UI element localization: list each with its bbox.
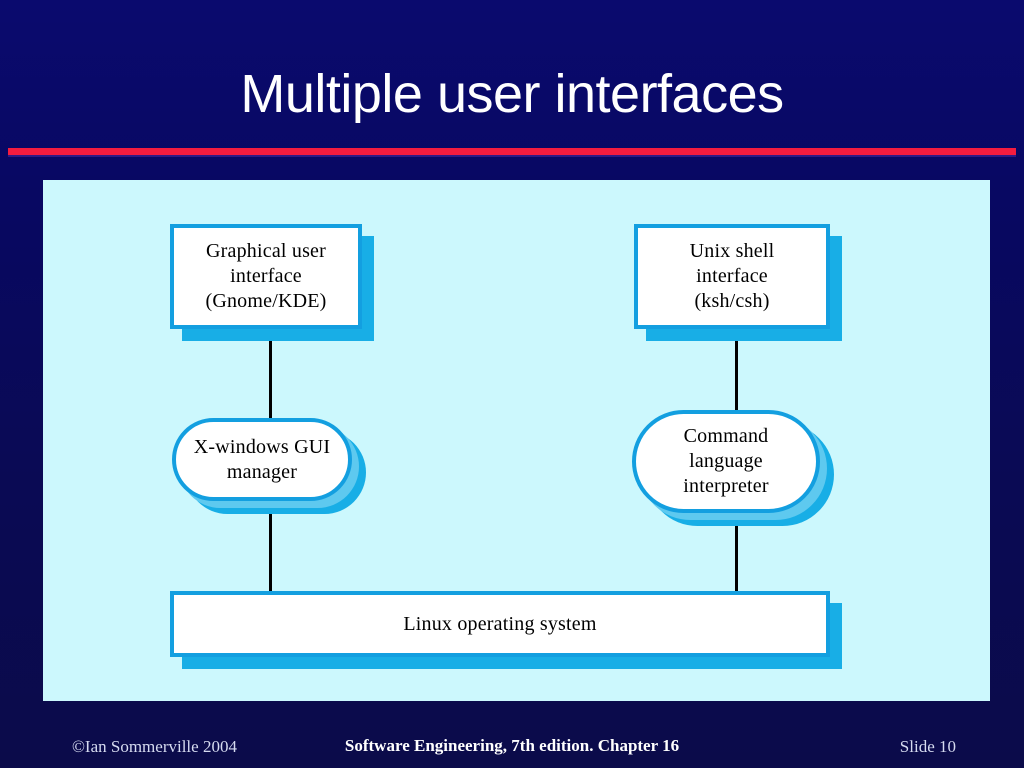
node-label: Unix shell interface (ksh/csh): [689, 240, 775, 312]
node-face: Command language interpreter: [632, 410, 820, 513]
node-label: Linux operating system: [403, 612, 597, 635]
node-face: Linux operating system: [170, 591, 830, 657]
slide-footer: ©Ian Sommerville 2004 Software Engineeri…: [0, 731, 1024, 768]
page-title: Multiple user interfaces: [240, 64, 784, 124]
connector-shell-to-interpreter: [735, 329, 738, 411]
diagram-panel: Graphical user interface (Gnome/KDE) Uni…: [43, 180, 990, 701]
title-divider-rule: [8, 148, 1016, 155]
node-graphical-user-interface[interactable]: Graphical user interface (Gnome/KDE): [170, 224, 374, 341]
node-command-language-interpreter[interactable]: Command language interpreter: [632, 410, 834, 526]
connector-interpreter-to-os: [735, 512, 738, 592]
node-label: Graphical user interface (Gnome/KDE): [205, 240, 327, 312]
footer-slide-number: Slide 10: [899, 737, 956, 756]
node-face: Graphical user interface (Gnome/KDE): [170, 224, 362, 329]
node-xwindows-gui-manager[interactable]: X-windows GUI manager: [172, 418, 366, 514]
footer-copyright: ©Ian Sommerville 2004: [72, 737, 237, 756]
connector-gui-to-xwindows: [269, 329, 272, 419]
connector-xwindows-to-os: [269, 500, 272, 592]
node-label: Command language interpreter: [683, 425, 769, 497]
node-linux-operating-system[interactable]: Linux operating system: [170, 591, 842, 669]
node-label: X-windows GUI manager: [193, 435, 331, 483]
title-divider-rule-shadow: [8, 155, 1016, 157]
node-face: X-windows GUI manager: [172, 418, 352, 501]
node-face: Unix shell interface (ksh/csh): [634, 224, 830, 329]
footer-book-reference: Software Engineering, 7th edition. Chapt…: [344, 736, 680, 755]
node-unix-shell-interface[interactable]: Unix shell interface (ksh/csh): [634, 224, 842, 341]
